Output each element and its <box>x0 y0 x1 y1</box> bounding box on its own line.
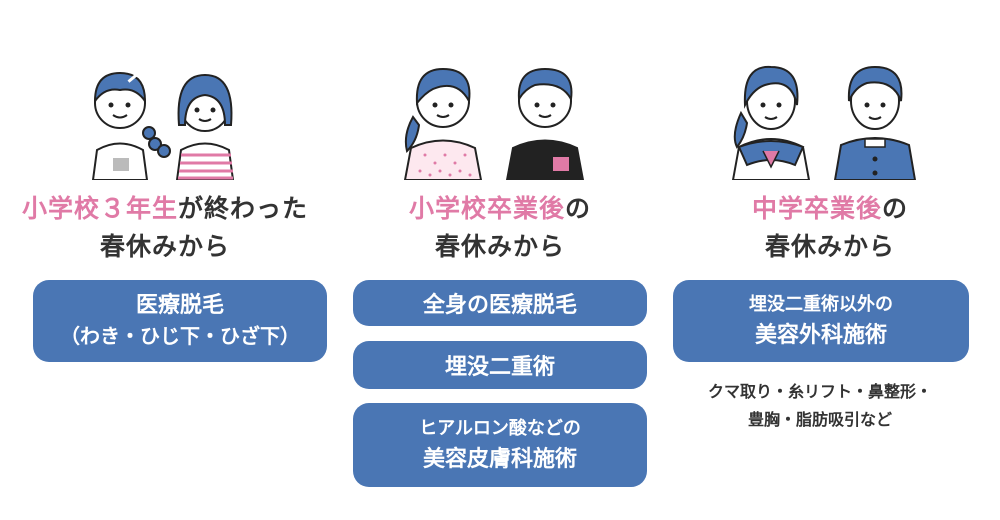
box-line2: （わき・ひじ下・ひざ下） <box>60 324 300 348</box>
procedure-examples-note: クマ取り・糸リフト・鼻整形・ 豊胸・脂肪吸引など <box>665 378 975 434</box>
note-line1: クマ取り・糸リフト・鼻整形・ <box>707 382 932 401</box>
treatment-box-hair-removal: 医療脱毛 （わき・ひじ下・ひざ下） <box>33 280 327 362</box>
note-line2: 豊胸・脂肪吸引など <box>747 410 892 429</box>
treatment-box-full-body-hair-removal: 全身の医療脱毛 <box>353 280 647 326</box>
heading-highlight: 小学校卒業後 <box>408 194 565 223</box>
heading-line2: 春休みから <box>764 232 895 261</box>
illustration-young-children <box>0 55 330 180</box>
box-line2: 美容外科施術 <box>754 323 887 348</box>
column-junior-high-graduate: 中学卒業後の 春休みから 埋没二重術以外の 美容外科施術 クマ取り・糸リフト・鼻… <box>665 0 995 520</box>
treatment-box-double-eyelid: 埋没二重術 <box>353 341 647 389</box>
column-heading: 小学校３年生が終わった 春休みから <box>0 190 330 266</box>
illustration-preteens <box>345 55 655 180</box>
box-line1: 埋没二重術以外の <box>749 294 893 315</box>
column-elementary-graduate: 小学校卒業後の 春休みから 全身の医療脱毛 埋没二重術 ヒアルロン酸などの 美容… <box>345 0 655 520</box>
heading-line2: 春休みから <box>434 232 565 261</box>
box-line2: 美容皮膚科施術 <box>422 447 577 472</box>
treatment-box-dermatology: ヒアルロン酸などの 美容皮膚科施術 <box>353 403 647 487</box>
children-icon <box>91 71 235 180</box>
column-heading: 中学卒業後の 春休みから <box>665 190 995 266</box>
heading-rest: の <box>565 194 592 223</box>
box-line1: 医療脱毛 <box>135 293 224 318</box>
column-heading: 小学校卒業後の 春休みから <box>345 190 655 266</box>
heading-rest: の <box>882 194 909 223</box>
heading-highlight: 中学卒業後 <box>751 194 882 223</box>
box-line1: ヒアルロン酸などの <box>419 418 581 439</box>
preteens-icon <box>403 67 585 180</box>
box-line1: 埋没二重術 <box>444 355 555 380</box>
teens-uniform-icon <box>731 65 917 180</box>
heading-rest: が終わった <box>178 194 309 223</box>
column-elementary-3rd: 小学校３年生が終わった 春休みから 医療脱毛 （わき・ひじ下・ひざ下） <box>0 0 330 520</box>
heading-line2: 春休みから <box>99 232 230 261</box>
illustration-teens-uniform <box>665 55 995 180</box>
heading-highlight: 小学校３年生 <box>21 194 178 223</box>
box-line1: 全身の医療脱毛 <box>422 293 577 318</box>
treatment-box-cosmetic-surgery: 埋没二重術以外の 美容外科施術 <box>673 280 969 362</box>
